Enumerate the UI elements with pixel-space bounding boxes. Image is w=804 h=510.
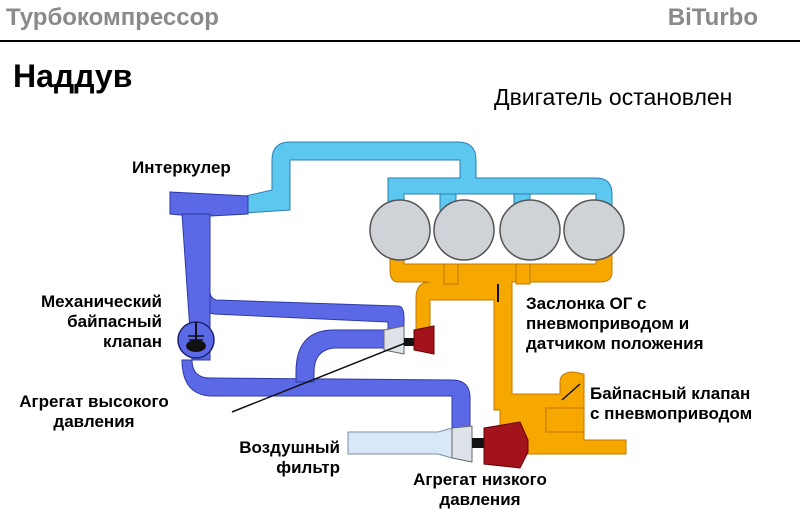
pointer-lines	[231, 341, 581, 413]
mechanical-bypass-valve	[177, 321, 215, 359]
header-title: Турбокомпрессор	[6, 4, 219, 31]
exhaust-manifold	[389, 247, 627, 455]
low-pressure-unit	[451, 421, 529, 469]
header-divider	[0, 40, 800, 42]
header-subtitle: BiTurbo	[667, 4, 758, 31]
engine-cylinders	[369, 199, 625, 261]
cooled-air-pipe	[227, 141, 613, 215]
mechanical-bypass-label: Механический байпасный клапан	[41, 292, 162, 351]
exhaust-flap-label: Заслонка ОГ с пневмоприводом и датчиком …	[526, 294, 704, 353]
high-pressure-unit-label: Агрегат высокого давления	[19, 392, 169, 431]
intercooler-label: Интеркулер	[132, 158, 231, 177]
low-pressure-unit-label: Агрегат низкого давления	[413, 470, 547, 509]
engine-status: Двигатель остановлен	[494, 84, 733, 110]
page-title: Наддув	[13, 58, 133, 94]
air-filter-label: Воздушный фильтр	[239, 438, 340, 477]
high-pressure-unit	[383, 325, 435, 355]
air-filter	[347, 427, 453, 459]
bypass-valve-label: Байпасный клапан с пневмоприводом	[590, 384, 753, 423]
